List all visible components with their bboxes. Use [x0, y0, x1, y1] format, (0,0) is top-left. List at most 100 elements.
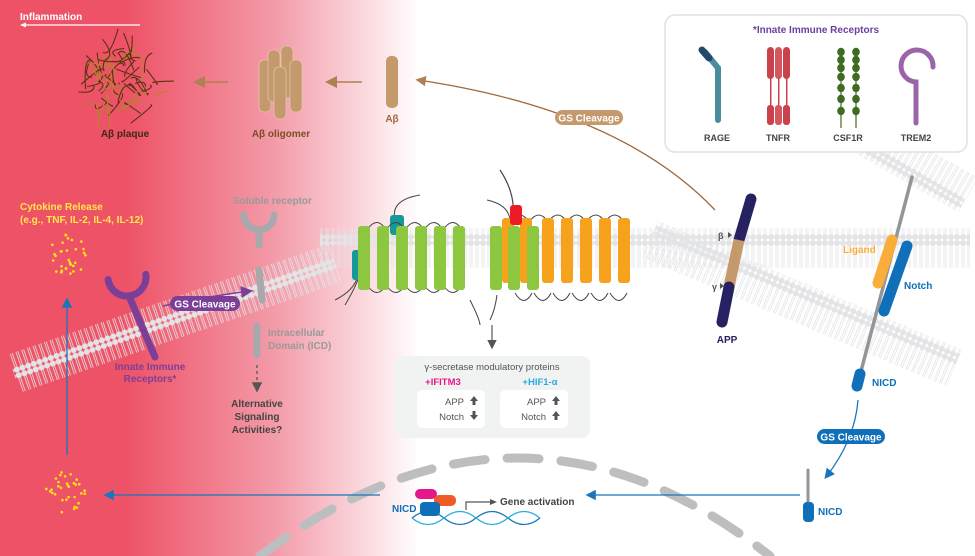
innate-immune-receptors-legend: *Innate Immune Receptors RAGE TNFR CSF1R… [664, 14, 968, 153]
legend-label-rage: RAGE [704, 133, 730, 143]
abeta-oligomer-label: Aβ oligomer [252, 129, 310, 140]
alt-signaling-label-2: Signaling [235, 412, 280, 423]
gs-cleavage-badge-immune: GS Cleavage [170, 296, 240, 311]
cytokine-dot [61, 498, 64, 502]
cytokine-dot [72, 264, 75, 268]
cytokine-dot [65, 498, 68, 501]
cytokine-dot [83, 492, 87, 496]
gamma-secretase-complex [334, 169, 630, 326]
cytokine-dot [72, 270, 75, 273]
cytokine-dot [77, 482, 81, 486]
cytokine-dot [58, 473, 62, 477]
cytokine-dot [54, 477, 58, 480]
cytokine-dot [77, 501, 80, 505]
app-label: APP [717, 335, 738, 346]
app-protein-icon [716, 193, 757, 328]
membrane-stub-icon [255, 266, 266, 304]
cytokine-dot [74, 247, 78, 251]
cytokine-dot [60, 510, 64, 514]
cytokine-dot [57, 484, 60, 488]
cytokine-dot [66, 484, 70, 487]
tnfr-receptor-icon [767, 47, 790, 125]
gs-cleavage-badge-amyloid: GS Cleavage [555, 110, 623, 125]
app-to-abeta-arrow [415, 76, 716, 211]
innate-immune-receptor-label-2: Receptors* [124, 374, 177, 385]
icd-label-2: Domain (ICD) [268, 341, 331, 352]
hif1a-notch-label: Notch [521, 412, 546, 423]
cytokine-release-title: Cytokine Release [20, 202, 103, 213]
abeta-plaque-icon [78, 28, 174, 130]
ligand-label: Ligand [843, 245, 876, 256]
cytokine-dot [50, 243, 54, 247]
arrow-up-icon [552, 396, 560, 405]
rage-receptor-icon [698, 46, 721, 123]
innate-immune-receptor-label-1: Innate Immune [115, 362, 186, 373]
ifitm3-app-label: APP [445, 397, 464, 408]
cytokine-dot [74, 483, 77, 486]
cytokine-dot [69, 272, 72, 275]
notch-receptor-icon [878, 240, 913, 317]
svg-text:GS Cleavage: GS Cleavage [820, 433, 882, 444]
cytokine-dot [60, 265, 63, 268]
transcription-factor-pink [415, 489, 437, 499]
cytokine-dot [60, 249, 63, 253]
inflammation-label: Inflammation [20, 12, 82, 23]
cytokine-dot [53, 252, 56, 256]
cytokine-dot [64, 266, 68, 270]
ligand-icon [872, 234, 898, 289]
cytokine-examples: (e.g., TNF, IL-2, IL-4, IL-12) [20, 215, 143, 226]
icd-label-1: Intracellular [268, 328, 325, 339]
cytokine-dot [61, 241, 64, 244]
cytokine-dot [80, 492, 83, 495]
cytokine-dot [69, 472, 73, 476]
cytokine-dot [83, 489, 86, 493]
gene-activation-arrow [465, 501, 491, 510]
nuclear-envelope [255, 453, 775, 556]
free-nicd-icon [803, 502, 814, 522]
ifitm3-label: +IFITM3 [425, 377, 461, 388]
cytokine-dot [50, 488, 53, 491]
cytokine-dot [65, 482, 69, 485]
csf1r-receptor-icon [837, 47, 860, 128]
cytokine-dot [55, 270, 58, 273]
hif1a-app-label: APP [527, 397, 546, 408]
abeta-oligomer-icon [258, 45, 303, 120]
cytokine-dot [64, 233, 67, 237]
cytokine-dot [79, 268, 83, 271]
cytokine-dot [60, 471, 63, 474]
cytokine-dot [59, 486, 63, 490]
app-gamma-site: γ [712, 282, 717, 292]
gene-activation-label: Gene activation [500, 497, 574, 508]
modulatory-proteins-panel: γ-secretase modulatory proteins +IFITM3 … [395, 356, 590, 438]
svg-text:GS Cleavage: GS Cleavage [174, 300, 236, 311]
alt-signaling-label-3: Activities? [232, 425, 283, 436]
transcription-factor-orange [434, 495, 456, 506]
cytokine-dot [63, 475, 67, 478]
alt-signaling-label-1: Alternative [231, 399, 283, 410]
cytokine-particles-top [50, 233, 87, 275]
legend-label-trem2: TREM2 [901, 133, 932, 143]
cytokine-dot [82, 251, 86, 255]
cytokine-dot [57, 480, 60, 484]
cytokine-dot [65, 249, 69, 252]
soluble-receptor-label: Soluble receptor [233, 196, 312, 207]
arrow-up-icon [552, 411, 560, 420]
svg-text:GS Cleavage: GS Cleavage [558, 114, 620, 125]
cytokine-dot [73, 261, 77, 265]
cytokine-dot [50, 491, 54, 495]
abeta-label: Aβ [385, 114, 398, 125]
cytokine-dot [75, 506, 79, 509]
cytokine-dot [48, 490, 52, 493]
legend-label-csf1r: CSF1R [833, 133, 863, 143]
soluble-receptor-icon [240, 211, 278, 249]
free-nicd-label: NICD [818, 507, 842, 518]
app-beta-site: β [718, 231, 724, 241]
cytokine-dot [73, 495, 76, 499]
nicd-label-nucleus: NICD [392, 504, 416, 515]
abeta-monomer-icon [386, 56, 398, 108]
arrow-down-icon [470, 411, 478, 420]
hif1a-label: +HIF1-α [522, 377, 557, 388]
cytokine-dot [72, 481, 76, 485]
inflammation-gradient [0, 0, 420, 556]
